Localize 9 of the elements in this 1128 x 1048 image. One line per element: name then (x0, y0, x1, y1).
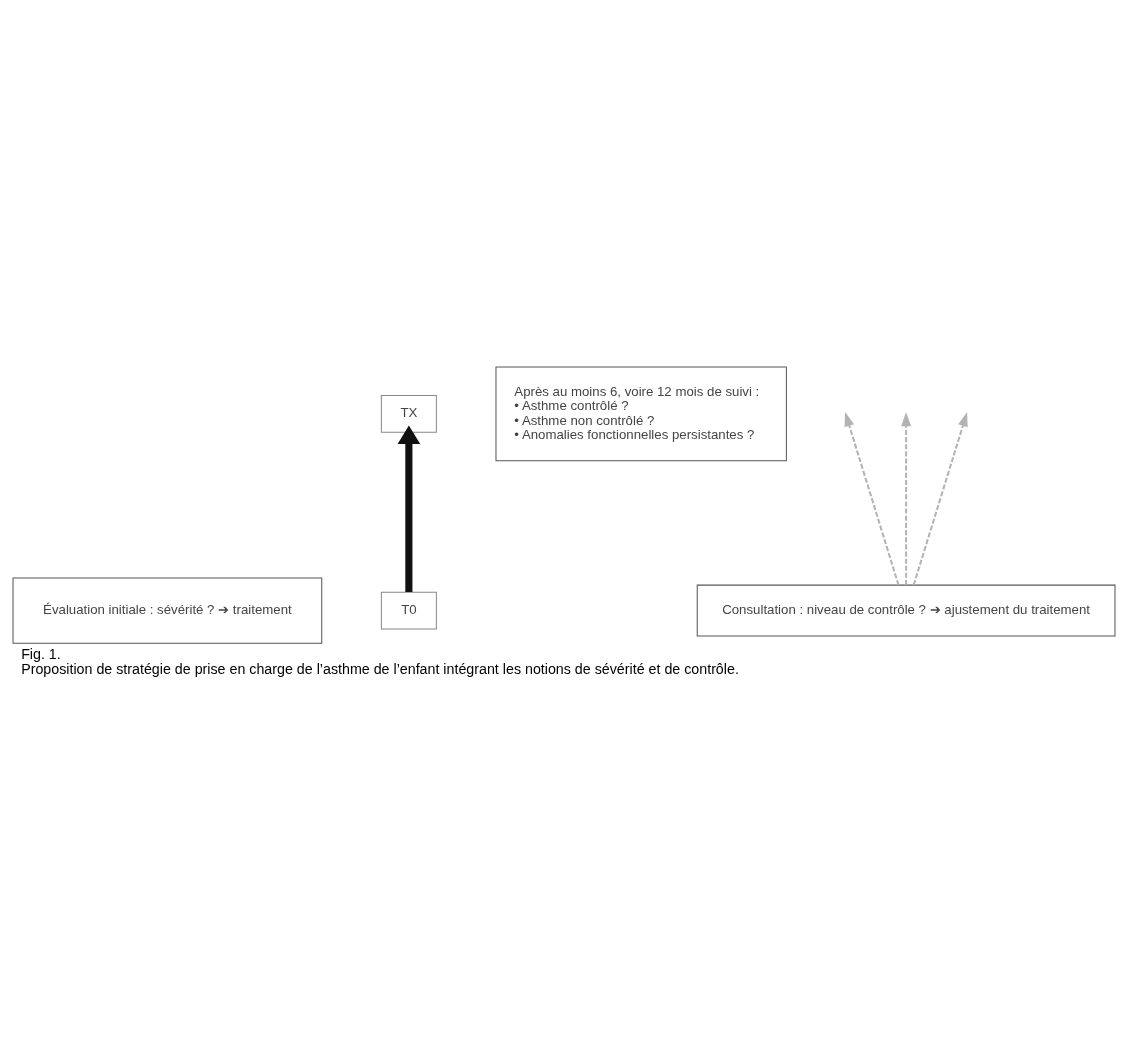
node-box: Évaluation initiale : sévérité ? ➔ traitement (12, 577, 323, 644)
arrow (901, 411, 912, 585)
node-box: Consultation : niveau de contrôle ? ➔ ajustement du traitement (696, 584, 1116, 637)
node-box: TX (380, 394, 437, 433)
arrow (912, 411, 968, 585)
node-box: Après au moins 6, voire 12 mois de suivi : • Asthme contrôlé ? • Asthme non contrôlé ? • Anomalies fonctionnelles persistantes ? (495, 366, 787, 461)
arrow (844, 411, 900, 585)
diagram-title: Fig. 1. (21, 645, 61, 662)
node-box: T0 (380, 591, 437, 629)
